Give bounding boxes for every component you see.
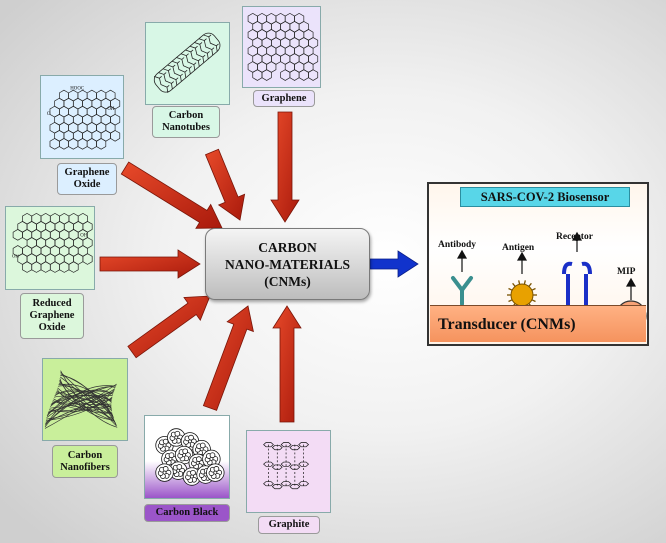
reduced-graphene-oxide-image: OH OH bbox=[5, 206, 95, 290]
transducer-bar: Transducer (CNMs) bbox=[430, 305, 646, 342]
carbon-nanofibers-image bbox=[42, 358, 128, 441]
reduced-graphene-oxide-label: Reduced Graphene Oxide bbox=[20, 293, 84, 339]
arrow-from-graphene bbox=[270, 111, 300, 223]
chem-label-oh: OH bbox=[107, 107, 115, 112]
output-arrow bbox=[369, 250, 419, 278]
graphene-label: Graphene bbox=[253, 90, 315, 107]
carbon-nanotubes-label: Carbon Nanotubes bbox=[152, 106, 220, 138]
graphene-image bbox=[242, 6, 321, 88]
chem-label-hooc: HOOC bbox=[70, 87, 84, 92]
antigen-icon bbox=[507, 280, 537, 310]
center-line-2: NANO-MATERIALS bbox=[224, 256, 350, 272]
arrow-from-carbon-nanofibers bbox=[127, 295, 211, 359]
carbon-nanomaterials-box: CARBON NANO-MATERIALS (CNMs) bbox=[205, 228, 370, 300]
chem-label-o: O bbox=[47, 112, 51, 117]
carbon-black-label: Carbon Black bbox=[144, 504, 230, 522]
chem-label-oh: OH bbox=[80, 233, 88, 238]
antigen-label: Antigen bbox=[502, 243, 535, 253]
arrow-from-reduced-graphene-oxide bbox=[99, 249, 201, 279]
carbon-black-image bbox=[144, 415, 230, 499]
biosensor-title: SARS-COV-2 Biosensor bbox=[460, 187, 630, 207]
graphite-image bbox=[246, 430, 331, 513]
graphene-oxide-label: Graphene Oxide bbox=[57, 163, 117, 195]
arrow-from-graphite bbox=[272, 305, 302, 423]
arrow-from-graphene-oxide bbox=[120, 161, 223, 229]
chem-label-oh: OH bbox=[12, 255, 20, 260]
carbon-nanofibers-label: Carbon Nanofibers bbox=[52, 445, 118, 478]
arrow-from-carbon-black bbox=[202, 305, 254, 411]
antibody-label: Antibody bbox=[438, 240, 477, 250]
carbon-nanotubes-image bbox=[145, 22, 230, 105]
center-line-3: (CNMs) bbox=[264, 273, 311, 289]
antibody-icon bbox=[451, 276, 473, 306]
graphene-oxide-image: HOOC OH O bbox=[40, 75, 124, 159]
receptor-icon bbox=[562, 261, 592, 306]
center-line-1: CARBON bbox=[258, 239, 317, 255]
mip-label: MIP bbox=[617, 267, 636, 277]
arrow-from-carbon-nanotubes bbox=[204, 148, 246, 221]
graphite-label: Graphite bbox=[258, 516, 320, 534]
